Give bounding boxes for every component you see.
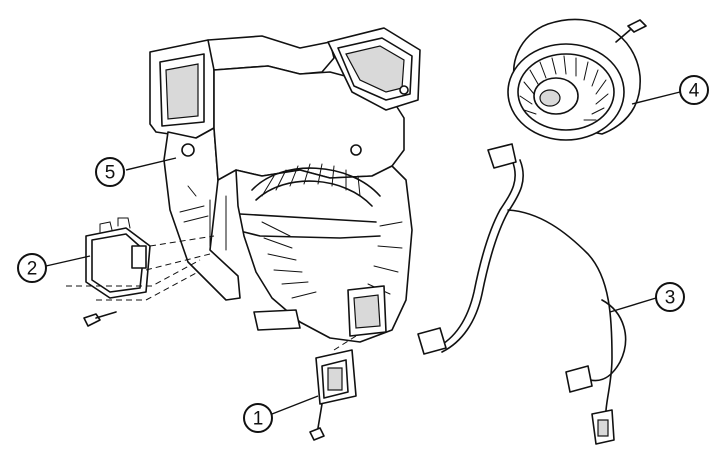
callout-2: 2 <box>17 253 47 283</box>
callout-4: 4 <box>679 75 709 105</box>
wire-harness <box>417 143 627 445</box>
blower-resistor <box>309 335 357 441</box>
callout-leaders <box>45 91 681 415</box>
blower-housing <box>149 27 421 343</box>
callout-1: 1 <box>243 403 273 433</box>
resistor-screw <box>309 403 325 441</box>
actuator-screw <box>83 311 117 327</box>
callout-5-label: 5 <box>105 163 116 184</box>
motor-screw <box>615 19 647 43</box>
callout-1-label: 1 <box>253 409 264 430</box>
callout-3-label: 3 <box>665 288 676 309</box>
blower-motor-fan <box>507 18 647 141</box>
callout-4-label: 4 <box>689 81 700 102</box>
callout-3: 3 <box>655 282 685 312</box>
callout-2-label: 2 <box>27 259 38 280</box>
air-mix-actuator <box>66 217 215 327</box>
callout-5: 5 <box>95 157 125 187</box>
